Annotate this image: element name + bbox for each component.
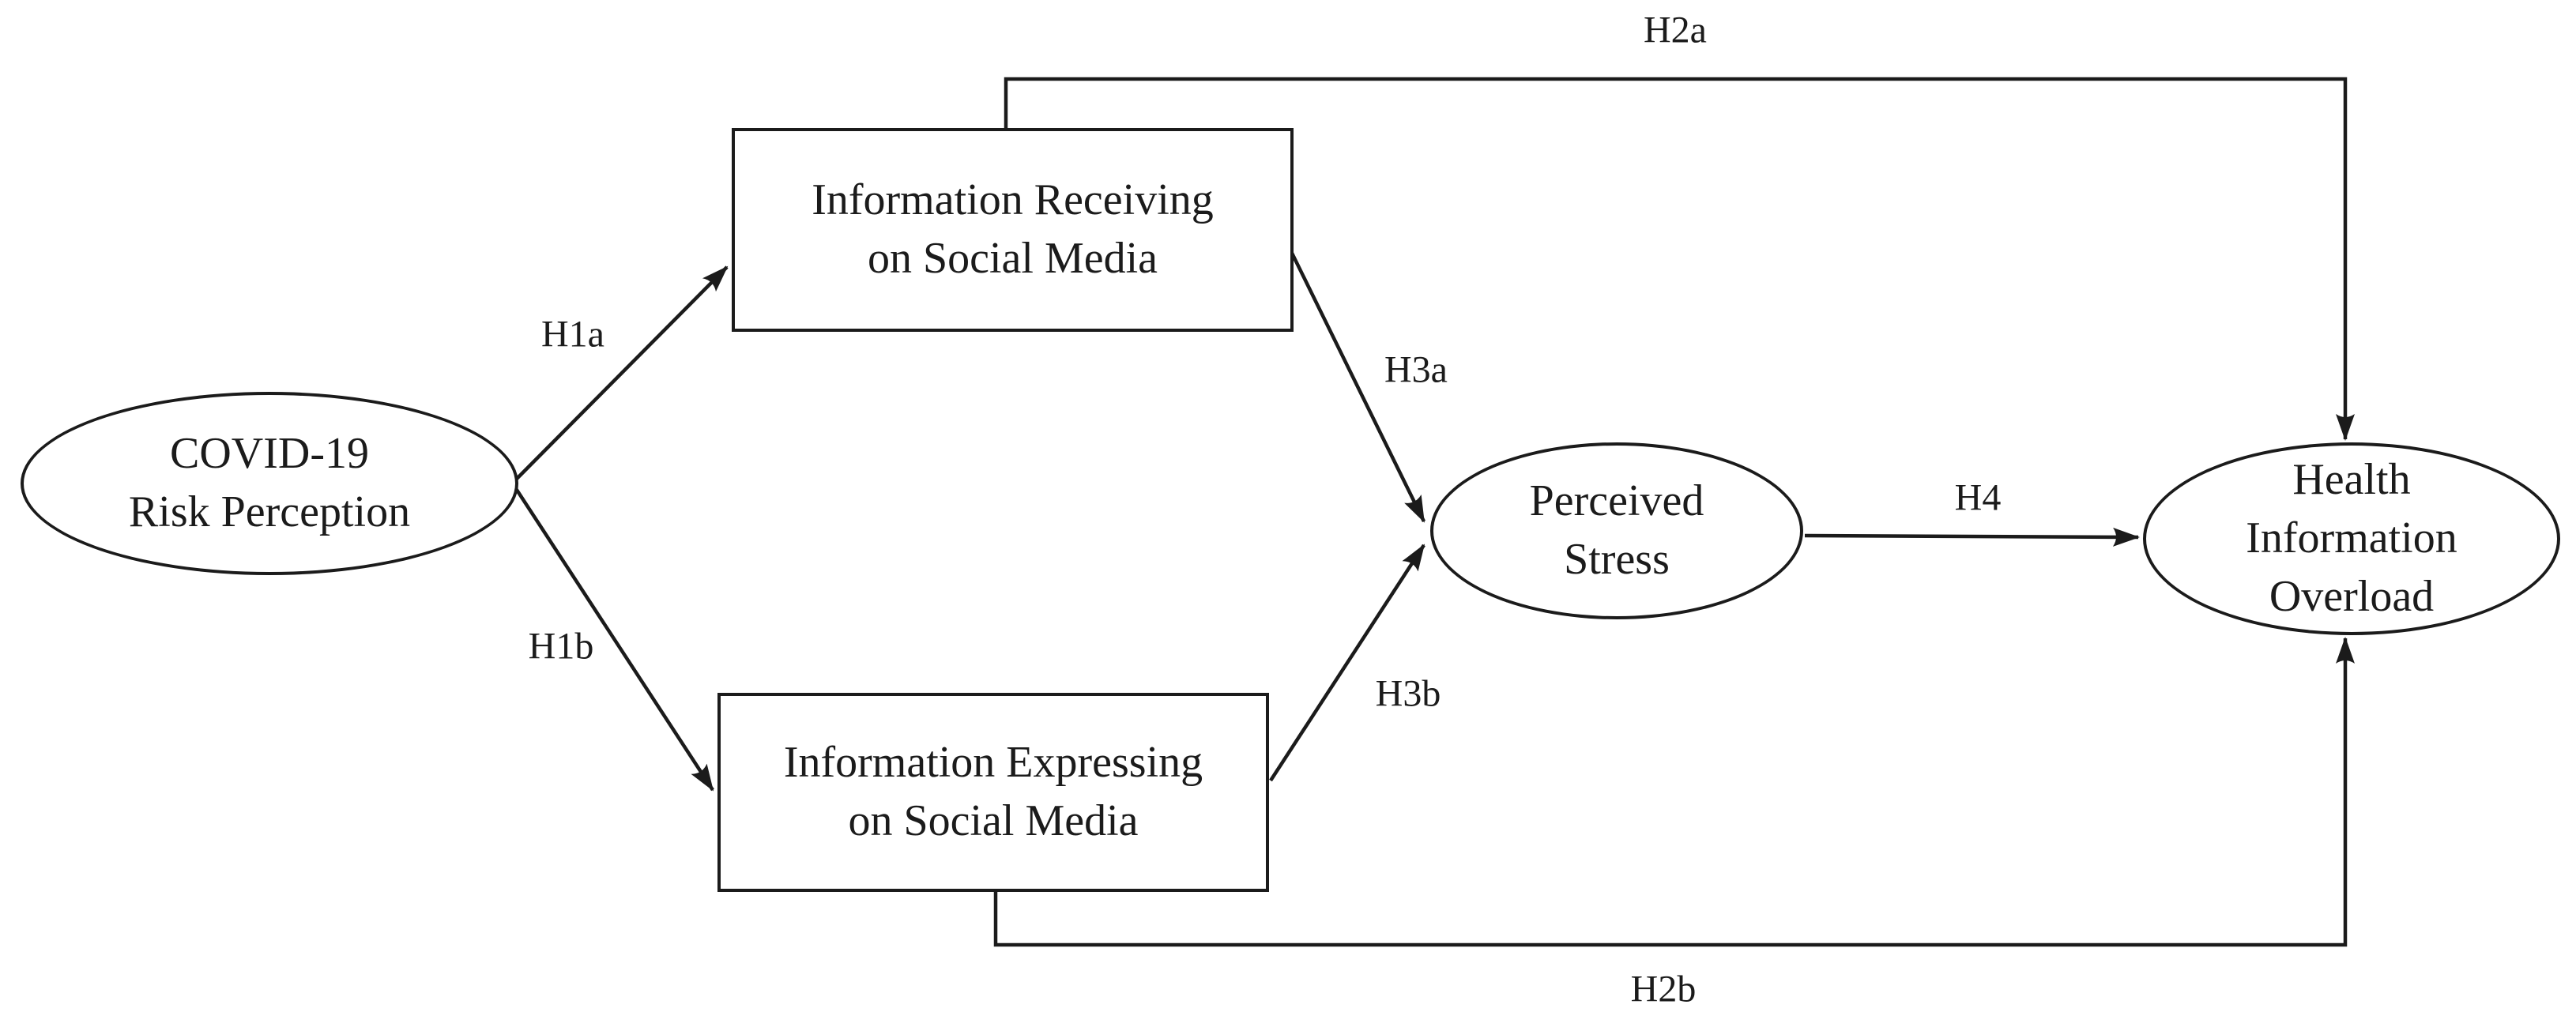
edge-h4-arrow [1804,527,2140,547]
edge-label-h2b: H2b [1630,968,1697,1010]
node-information-expressing-label: Information Expressing on Social Media [783,738,1203,845]
node-information-receiving-label: Information Receiving on Social Media [812,175,1214,283]
node-perceived-stress: Perceived Stress [1430,442,1803,619]
edge-h1a-arrow [512,265,729,483]
node-information-expressing: Information Expressing on Social Media [717,693,1269,892]
node-perceived-stress-label: Perceived Stress [1529,476,1704,584]
edge-h1b-arrow [512,483,714,792]
node-health-information-overload: Health Information Overload [2143,442,2560,635]
edge-h3a-arrow [1281,235,1426,523]
node-covid-risk-perception-label: COVID-19 Risk Perception [128,429,411,536]
node-covid-risk-perception: COVID-19 Risk Perception [21,392,518,575]
edge-h3b-arrow [1269,544,1425,782]
edge-label-h2a: H2a [1644,9,1707,51]
edge-label-h3a: H3a [1384,348,1448,391]
edge-h2a-arrow [1004,77,2355,441]
edge-label-h3b: H3b [1375,672,1441,715]
edge-label-h1a: H1a [541,313,604,356]
node-health-information-overload-label: Health Information Overload [2246,455,2457,621]
edge-h2b-arrow [993,637,2355,947]
node-information-receiving: Information Receiving on Social Media [732,128,1294,332]
edge-label-h4: H4 [1954,476,2002,519]
edge-label-h1b: H1b [528,625,594,668]
